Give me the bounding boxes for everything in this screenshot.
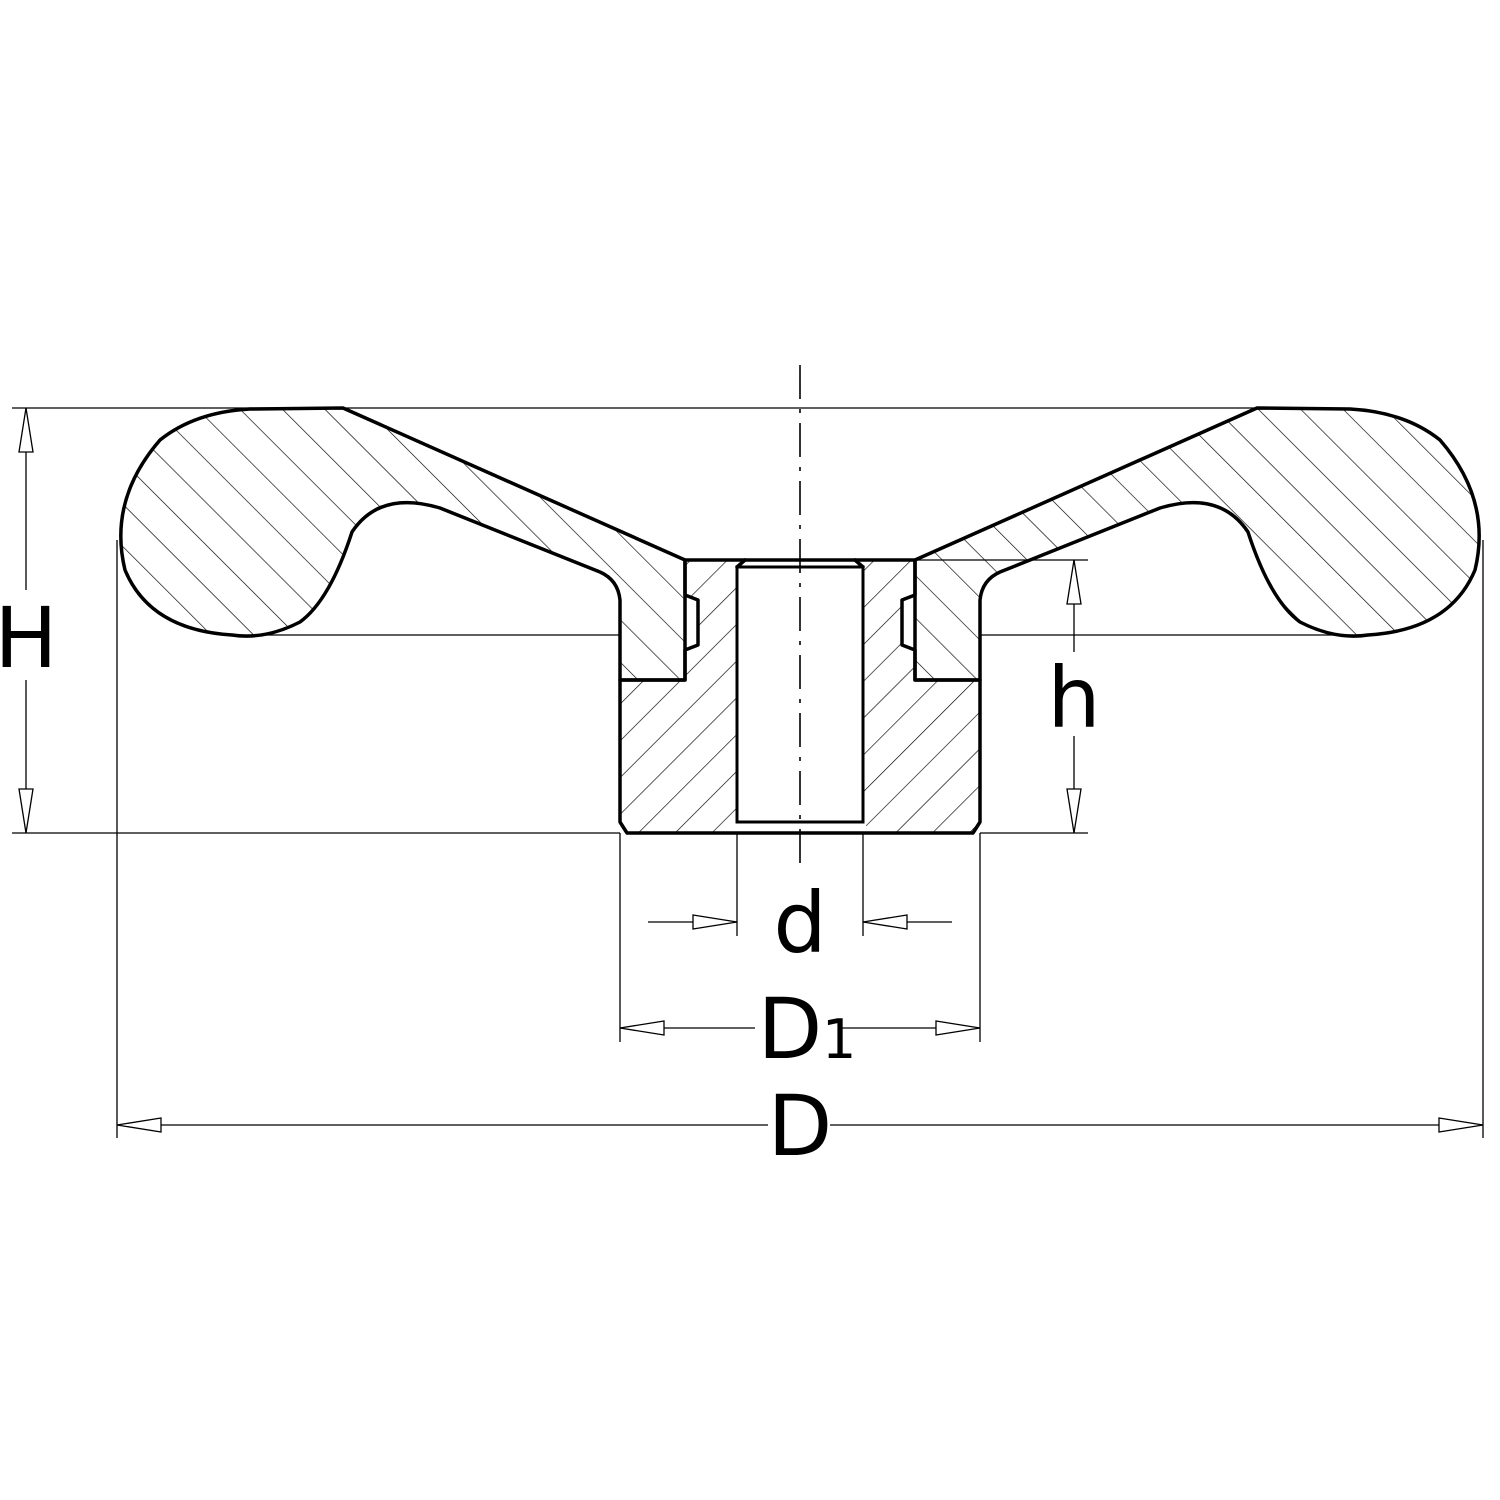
H-arrow-top xyxy=(18,407,34,453)
hub-insert-left xyxy=(620,560,737,833)
bore-chamfer-top-r xyxy=(853,558,865,569)
H-label: H xyxy=(0,589,58,687)
d-arrow-left xyxy=(692,914,738,930)
bore-chamfer-top xyxy=(735,558,747,569)
D-arrow-left xyxy=(116,1117,162,1133)
h-label: h xyxy=(1047,649,1100,747)
h-arrow-top xyxy=(1066,559,1082,605)
right-wheel-section xyxy=(915,408,1480,680)
left-wheel-section xyxy=(120,408,686,680)
d-label: d xyxy=(773,874,826,972)
threaded-bore xyxy=(735,565,865,824)
h-arrow-bottom xyxy=(1066,788,1082,834)
H-arrow-bottom xyxy=(18,788,34,834)
D-arrow-right xyxy=(1438,1117,1484,1133)
D1-label-subscript: 1 xyxy=(822,1008,856,1071)
hub-insert-right xyxy=(863,560,980,833)
D1-arrow-left xyxy=(619,1020,665,1036)
H-label-bg xyxy=(0,590,52,680)
hub-insert-outline xyxy=(618,558,982,835)
d-arrow-right xyxy=(862,914,908,930)
D1-label: D xyxy=(758,980,823,1078)
D1-arrow-right xyxy=(935,1020,981,1036)
D-label: D xyxy=(768,1077,833,1175)
h-label-bg xyxy=(1045,652,1103,736)
